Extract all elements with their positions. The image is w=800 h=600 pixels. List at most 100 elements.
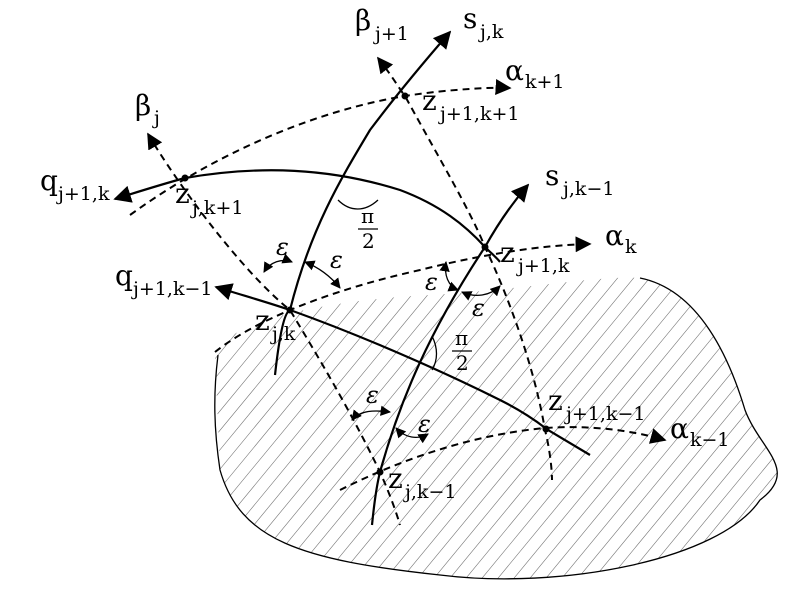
svg-text:j,k−1: j,k−1 (561, 178, 614, 200)
label-q-j1-k: q j+1,k (40, 164, 110, 205)
hatch-line (0, 200, 106, 600)
svg-text:j,k+1: j,k+1 (190, 197, 243, 219)
svg-text:z: z (422, 84, 437, 117)
hatch-line (215, 277, 219, 579)
epsilon-arc-lower-left (351, 405, 392, 421)
s-jk-curve (273, 30, 452, 376)
right-angle-arc-bottom (431, 335, 438, 371)
svg-text:2: 2 (362, 229, 375, 253)
svg-text:β: β (355, 4, 371, 37)
hatch-line (215, 277, 427, 579)
hatch-line (215, 277, 283, 579)
svg-text:α: α (670, 412, 689, 445)
svg-text:π: π (455, 326, 468, 350)
hatch-line (559, 277, 778, 579)
label-alpha-k-plus-1: α k+1 (505, 54, 565, 93)
label-alpha-k: α k (605, 219, 637, 258)
node-z-j-k (286, 306, 294, 314)
svg-text:β: β (135, 89, 151, 122)
epsilon-arc-zj1k-left (439, 260, 459, 292)
svg-text:q: q (40, 164, 58, 197)
hatch-line (255, 277, 587, 579)
beta-j-curve (147, 132, 401, 526)
node-z-j1-k (481, 243, 489, 251)
epsilon-label-5: ε (366, 381, 379, 409)
hatch-line (639, 277, 778, 579)
svg-text:α: α (605, 219, 624, 252)
hatch-line (215, 277, 395, 579)
hatch-line (415, 277, 747, 579)
hatch-line (527, 277, 778, 579)
right-angle-label-top: π 2 (358, 204, 378, 253)
hatch-line (607, 277, 778, 579)
hatch-line (383, 277, 715, 579)
right-angle-arc-top (337, 199, 379, 210)
hatch-line (0, 200, 74, 600)
epsilon-label-1: ε (276, 233, 289, 261)
hatch-line (0, 200, 26, 600)
hatch-line (671, 277, 778, 579)
svg-text:π: π (361, 204, 374, 228)
hatch-line (495, 277, 778, 579)
hatch-line (215, 277, 523, 579)
node-z-j-k1 (181, 174, 189, 182)
hatch-line (0, 200, 42, 600)
hatch-line (215, 277, 299, 579)
hatch-line (223, 277, 555, 579)
svg-text:j: j (152, 107, 160, 129)
hatch-line (623, 277, 778, 579)
hatch-line (215, 277, 443, 579)
label-s-jk: s j,k (463, 2, 504, 43)
hatch-line (215, 277, 347, 579)
hatch-line (215, 277, 267, 579)
hatch-line (767, 277, 778, 579)
hatch-line (303, 277, 635, 579)
hatch-line (0, 200, 58, 600)
hatch-line (0, 200, 202, 600)
svg-text:j+1,k: j+1,k (516, 255, 570, 277)
epsilon-label-3: ε (425, 268, 438, 296)
svg-text:z: z (500, 236, 515, 269)
alpha-k-curve (214, 236, 592, 353)
epsilon-arc-zj1k-right (461, 285, 501, 301)
label-z-j1-k-minus-1: z j+1,k−1 (548, 384, 645, 425)
hatch-line (703, 277, 778, 579)
hatch-line (751, 277, 778, 579)
s-jk-minus-1-curve (370, 183, 530, 526)
epsilon-label-6: ε (418, 410, 431, 438)
hatch-line (215, 277, 411, 579)
node-z-j1-km1 (542, 425, 550, 433)
svg-text:j+1,k+1: j+1,k+1 (438, 103, 519, 125)
hatch-line (0, 200, 10, 600)
svg-text:j,k−1: j,k−1 (403, 481, 456, 503)
grid-nodes (181, 92, 550, 476)
q-j-plus-1-k-minus-1-curve (214, 283, 591, 456)
label-z-jk: z j,k (255, 304, 296, 345)
label-q-j1-k-minus-1: q j+1,k−1 (115, 259, 212, 300)
alpha-k-minus-1-curve (339, 426, 667, 491)
hatch-line (687, 277, 778, 579)
label-z-j1-k1: z j+1,k+1 (422, 84, 519, 125)
svg-text:α: α (505, 54, 524, 87)
epsilon-arc-left (263, 253, 293, 273)
hatch-line (215, 277, 379, 579)
svg-text:z: z (388, 462, 403, 495)
svg-text:z: z (255, 304, 270, 337)
hatch-line (447, 277, 778, 579)
svg-text:z: z (175, 177, 190, 210)
label-z-j-k-minus-1: z j,k−1 (388, 462, 456, 503)
svg-text:z: z (548, 384, 563, 417)
hatch-line (543, 277, 778, 579)
svg-text:2: 2 (456, 351, 469, 375)
hatch-line (479, 277, 778, 579)
hatch-line (511, 277, 778, 579)
svg-text:s: s (463, 2, 477, 35)
svg-text:j+1: j+1 (373, 23, 409, 45)
q-j-plus-1-k-curve (113, 169, 501, 263)
label-s-jk-minus-1: s j,k−1 (545, 159, 614, 200)
svg-text:k: k (625, 236, 637, 258)
hatch-line (271, 277, 603, 579)
hatch-line (351, 277, 683, 579)
epsilon-label-2: ε (330, 246, 343, 274)
label-z-j-k1: z j,k+1 (175, 177, 243, 219)
